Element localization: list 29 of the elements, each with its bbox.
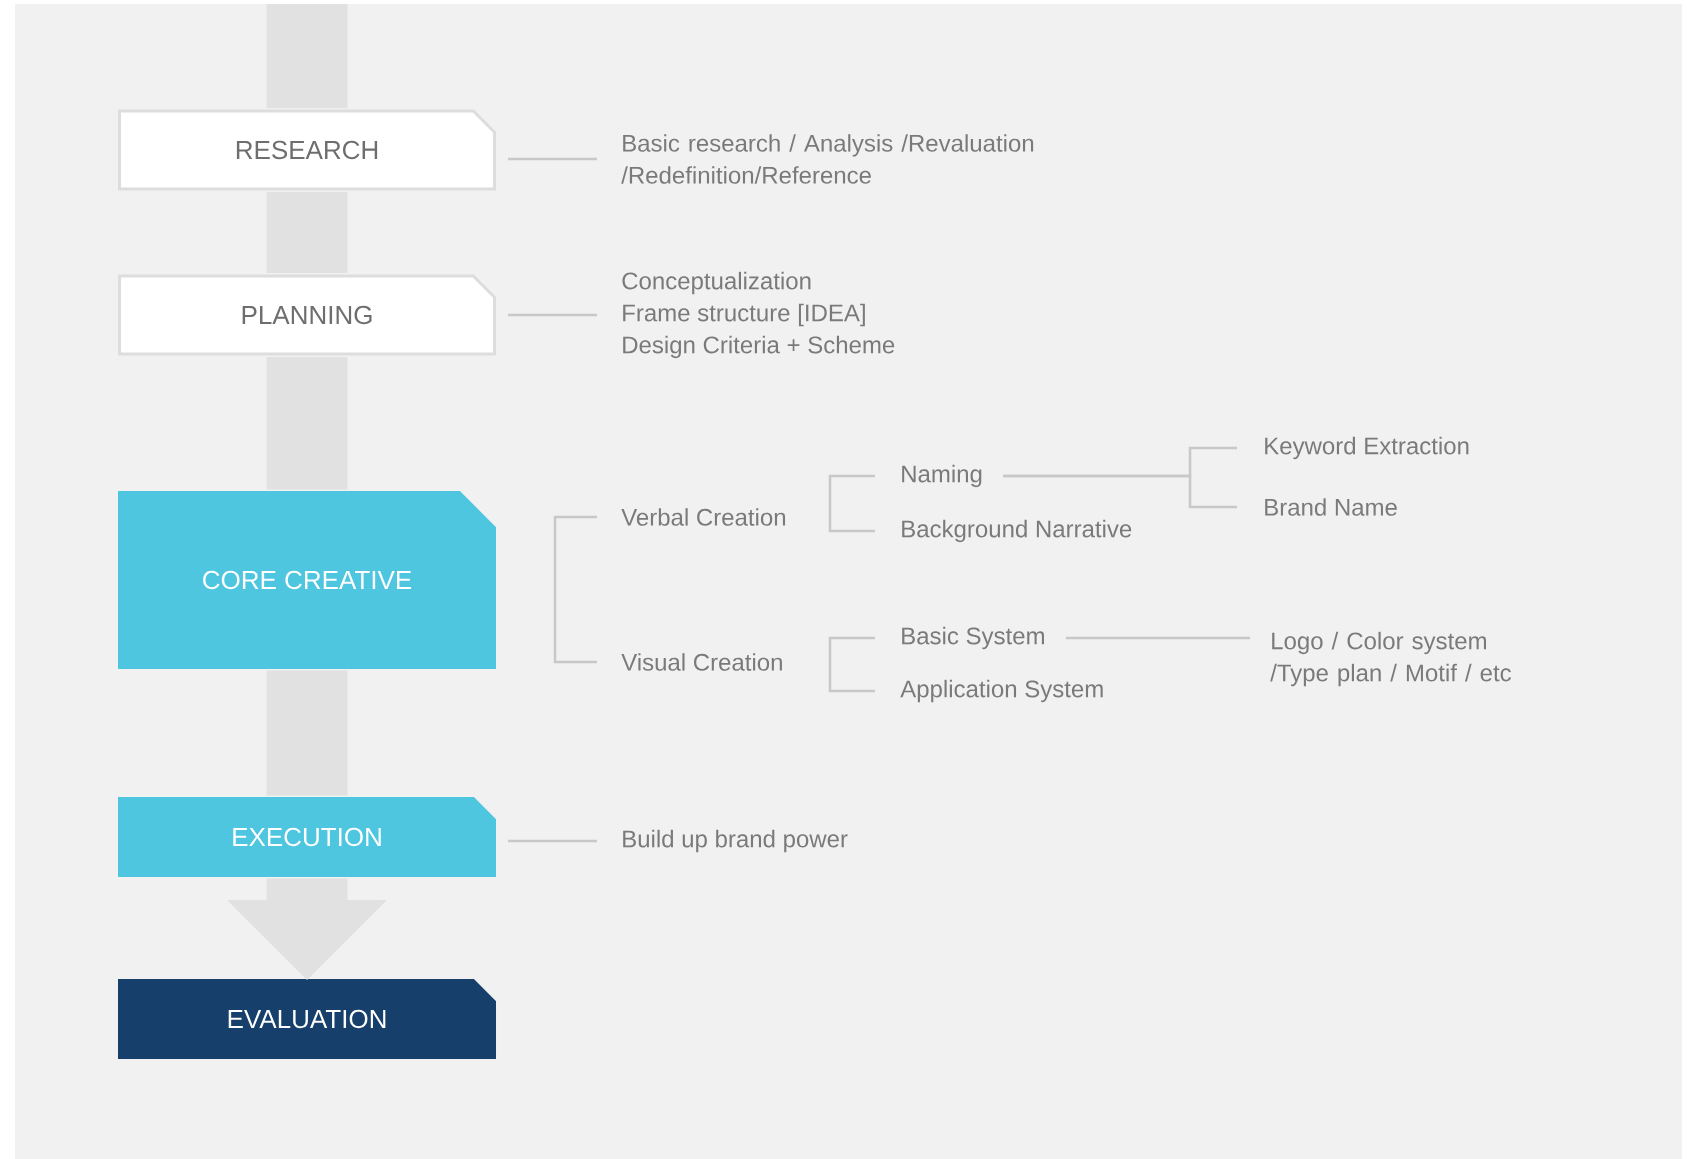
bracket-line (553, 515, 597, 580)
description-text: Build up brand power (623, 829, 848, 853)
bracket-line (828, 474, 875, 517)
process-box: PLANNING (118, 274, 496, 356)
description-text: Keyword Extraction (1265, 436, 1469, 460)
bracket-line (828, 517, 875, 533)
process-box: EVALUATION (118, 979, 496, 1059)
description-text: Application System (900, 679, 1103, 703)
leader-dash (508, 313, 597, 317)
description-text: Background Narrative (902, 519, 1132, 543)
description-text: Visual Creation (621, 653, 782, 671)
bracket-line (1003, 474, 1237, 509)
description-text: Naming (902, 464, 982, 488)
bracket-line (553, 580, 597, 664)
description-text: Basic System (902, 626, 1044, 650)
description-text: Verbal Creation (621, 508, 786, 526)
description-text: Conceptualization Frame structure [IDEA] Design Criteria + Scheme (622, 271, 895, 359)
process-box: CORE CREATIVE (118, 491, 496, 669)
description-text: Basic research / Analysis /Revaluation /Redefinition/Reference (621, 134, 1034, 184)
process-box: RESEARCH (118, 109, 496, 191)
connector-line (1065, 636, 1250, 640)
description-text: Logo / Color system /Type plan / Motif / etc (1270, 631, 1511, 687)
bracket-line (828, 662, 875, 693)
bracket-line (828, 636, 875, 662)
leader-dash (508, 839, 597, 843)
process-box: EXECUTION (118, 797, 496, 877)
leader-dash (508, 157, 597, 161)
description-text: Brand Name (1265, 498, 1397, 516)
flow-arrow (227, 878, 387, 980)
